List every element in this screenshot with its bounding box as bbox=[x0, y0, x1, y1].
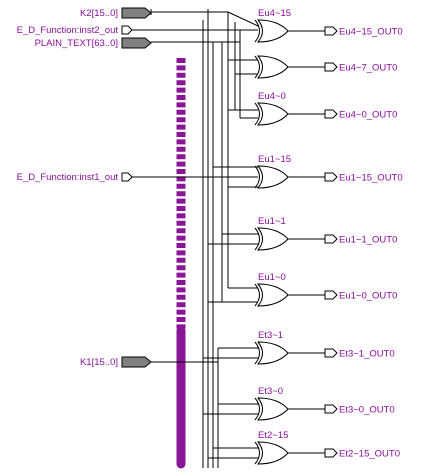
gate-label: Et2~15 bbox=[258, 430, 288, 441]
gate-label: Eu4~0 bbox=[258, 91, 286, 102]
xor-back-curve bbox=[254, 102, 260, 126]
output-label: Eu4~7_OUT0 bbox=[339, 63, 397, 74]
xor-gate-body bbox=[256, 19, 289, 43]
xor-back-curve bbox=[254, 441, 260, 465]
k2-port bbox=[121, 7, 152, 19]
gate-label: Et3~1 bbox=[258, 330, 283, 341]
input-label-k2: K2[15..0] bbox=[80, 8, 118, 19]
output-port bbox=[324, 109, 338, 119]
input-label-plain-text: PLAIN_TEXT[63..0] bbox=[35, 38, 118, 49]
xor-back-curve bbox=[254, 19, 260, 43]
output-label: Eu1~1_OUT0 bbox=[339, 235, 397, 246]
output-port bbox=[324, 290, 338, 300]
output-port bbox=[324, 448, 338, 458]
xor-gate: Eu4~7_OUT0 bbox=[254, 55, 397, 79]
output-label: Eu4~15_OUT0 bbox=[339, 27, 403, 38]
output-port bbox=[324, 26, 338, 36]
input-ports bbox=[121, 7, 152, 368]
input-label-inst1: E_D_Function:inst1_out bbox=[17, 172, 119, 183]
xor-back-curve bbox=[254, 283, 260, 307]
xor-gate-body bbox=[256, 227, 289, 251]
output-label: Et2~15_OUT0 bbox=[339, 449, 400, 460]
output-label: Eu1~15_OUT0 bbox=[339, 173, 403, 184]
k1-port bbox=[121, 356, 152, 368]
xor-back-curve bbox=[254, 55, 260, 79]
output-port bbox=[324, 62, 338, 72]
inst1-port bbox=[121, 172, 133, 182]
output-label: Eu1~0_OUT0 bbox=[339, 291, 397, 302]
xor-back-curve bbox=[254, 341, 260, 365]
input-label-k1: K1[15..0] bbox=[80, 357, 118, 368]
plain-text-port bbox=[121, 37, 152, 49]
gate-label: Eu1~0 bbox=[258, 272, 286, 283]
output-port bbox=[324, 348, 338, 358]
gate-label: Eu1~1 bbox=[258, 216, 286, 227]
output-port bbox=[324, 404, 338, 414]
vertical-wires bbox=[150, 9, 241, 468]
xor-back-curve bbox=[254, 397, 260, 421]
xor-gate-body bbox=[256, 165, 289, 189]
gate-label: Et3~0 bbox=[258, 386, 283, 397]
xor-gate-body bbox=[256, 55, 289, 79]
gate-label: Eu1~15 bbox=[258, 154, 291, 165]
output-port bbox=[324, 234, 338, 244]
xor-back-curve bbox=[254, 227, 260, 251]
gate-label: Eu4~15 bbox=[258, 8, 291, 19]
inst2-port bbox=[121, 25, 133, 35]
output-label: Eu4~0_OUT0 bbox=[339, 110, 397, 121]
output-label: Et3~0_OUT0 bbox=[339, 405, 395, 416]
gate-input-wires bbox=[203, 59, 258, 459]
output-label: Et3~1_OUT0 bbox=[339, 349, 395, 360]
xor-gate-body bbox=[256, 341, 289, 365]
xor-gate-body bbox=[256, 283, 289, 307]
xor-back-curve bbox=[254, 165, 260, 189]
xor-gate-body bbox=[256, 441, 289, 465]
output-port bbox=[324, 172, 338, 182]
xor-gate-group: Eu4~15Eu4~15_OUT0Eu4~7_OUT0Eu4~0Eu4~0_OU… bbox=[254, 8, 403, 465]
xor-gate-body bbox=[256, 102, 289, 126]
xor-gate-body bbox=[256, 397, 289, 421]
input-wires bbox=[132, 11, 259, 363]
input-label-inst2: E_D_Function:inst2_out bbox=[17, 25, 119, 36]
